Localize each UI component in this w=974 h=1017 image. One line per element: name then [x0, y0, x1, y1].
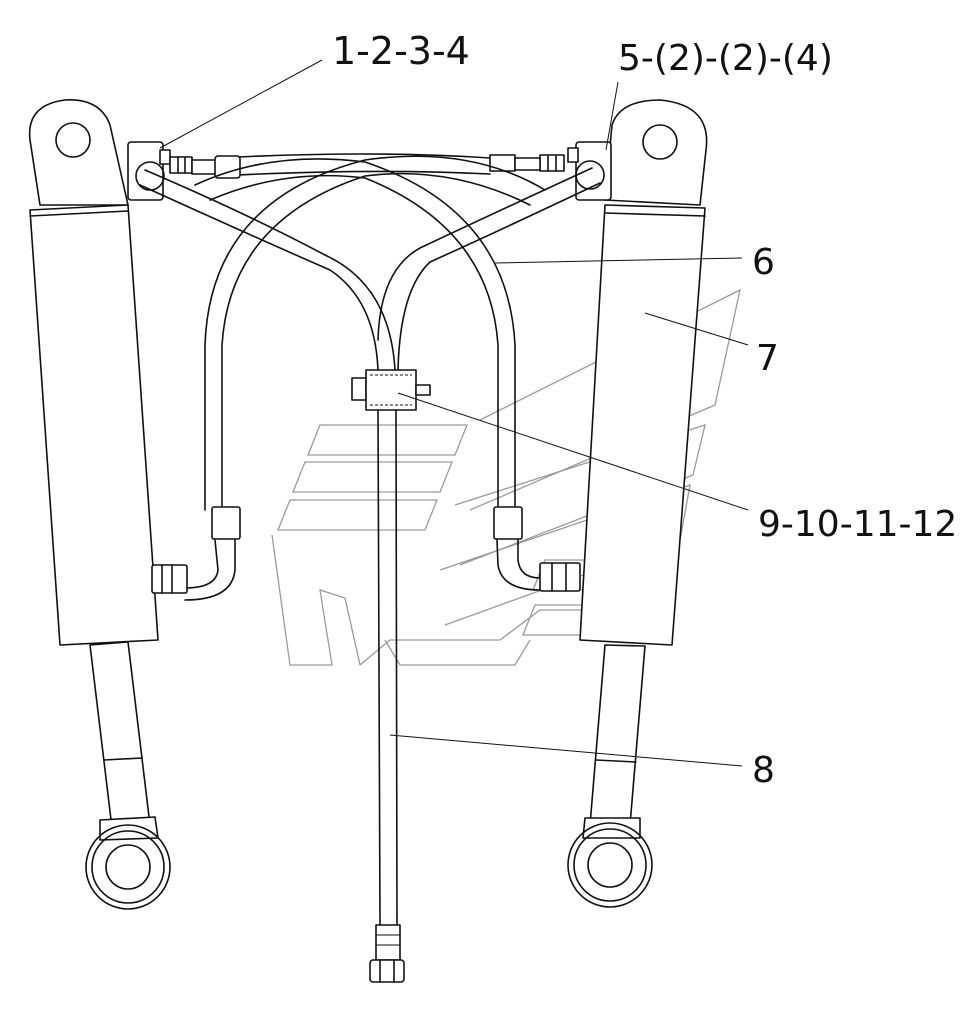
callout-6: 6 — [752, 242, 775, 283]
callout-5-2-2-4: 5-(2)-(2)-(4) — [618, 38, 833, 79]
left-cylinder-mount-ear — [28, 99, 129, 206]
center-clamp — [351, 369, 431, 411]
left-mount-hole — [55, 122, 91, 158]
right-cylinder-barrel — [579, 204, 706, 646]
right-lower-fitting — [493, 506, 581, 592]
crossing-hoses — [194, 155, 546, 511]
callout-labels: 1-2-3-4 5-(2)-(2)-(4) 6 7 9-10-11-12 8 — [332, 29, 957, 791]
callout-7: 7 — [756, 338, 779, 379]
left-rod-eye — [85, 824, 171, 910]
y-junction-hose — [139, 167, 601, 371]
leader-lines — [159, 59, 749, 767]
central-hose — [369, 409, 405, 983]
callout-8: 8 — [752, 750, 775, 791]
right-rod-eye — [567, 822, 653, 908]
left-lower-fitting — [151, 506, 241, 601]
left-cylinder-barrel — [29, 204, 159, 646]
right-cylinder-mount-ear — [604, 99, 708, 206]
right-mount-hole — [642, 124, 678, 160]
callout-9-10-11-12: 9-10-11-12 — [758, 504, 957, 545]
right-cylinder — [567, 99, 708, 908]
left-cylinder — [28, 99, 171, 910]
right-top-fitting — [539, 141, 612, 201]
right-piston-rod — [589, 644, 646, 826]
callout-1-2-3-4: 1-2-3-4 — [332, 29, 470, 73]
left-top-fitting — [127, 141, 193, 201]
left-piston-rod — [89, 641, 151, 829]
top-cross-hose — [191, 153, 541, 179]
